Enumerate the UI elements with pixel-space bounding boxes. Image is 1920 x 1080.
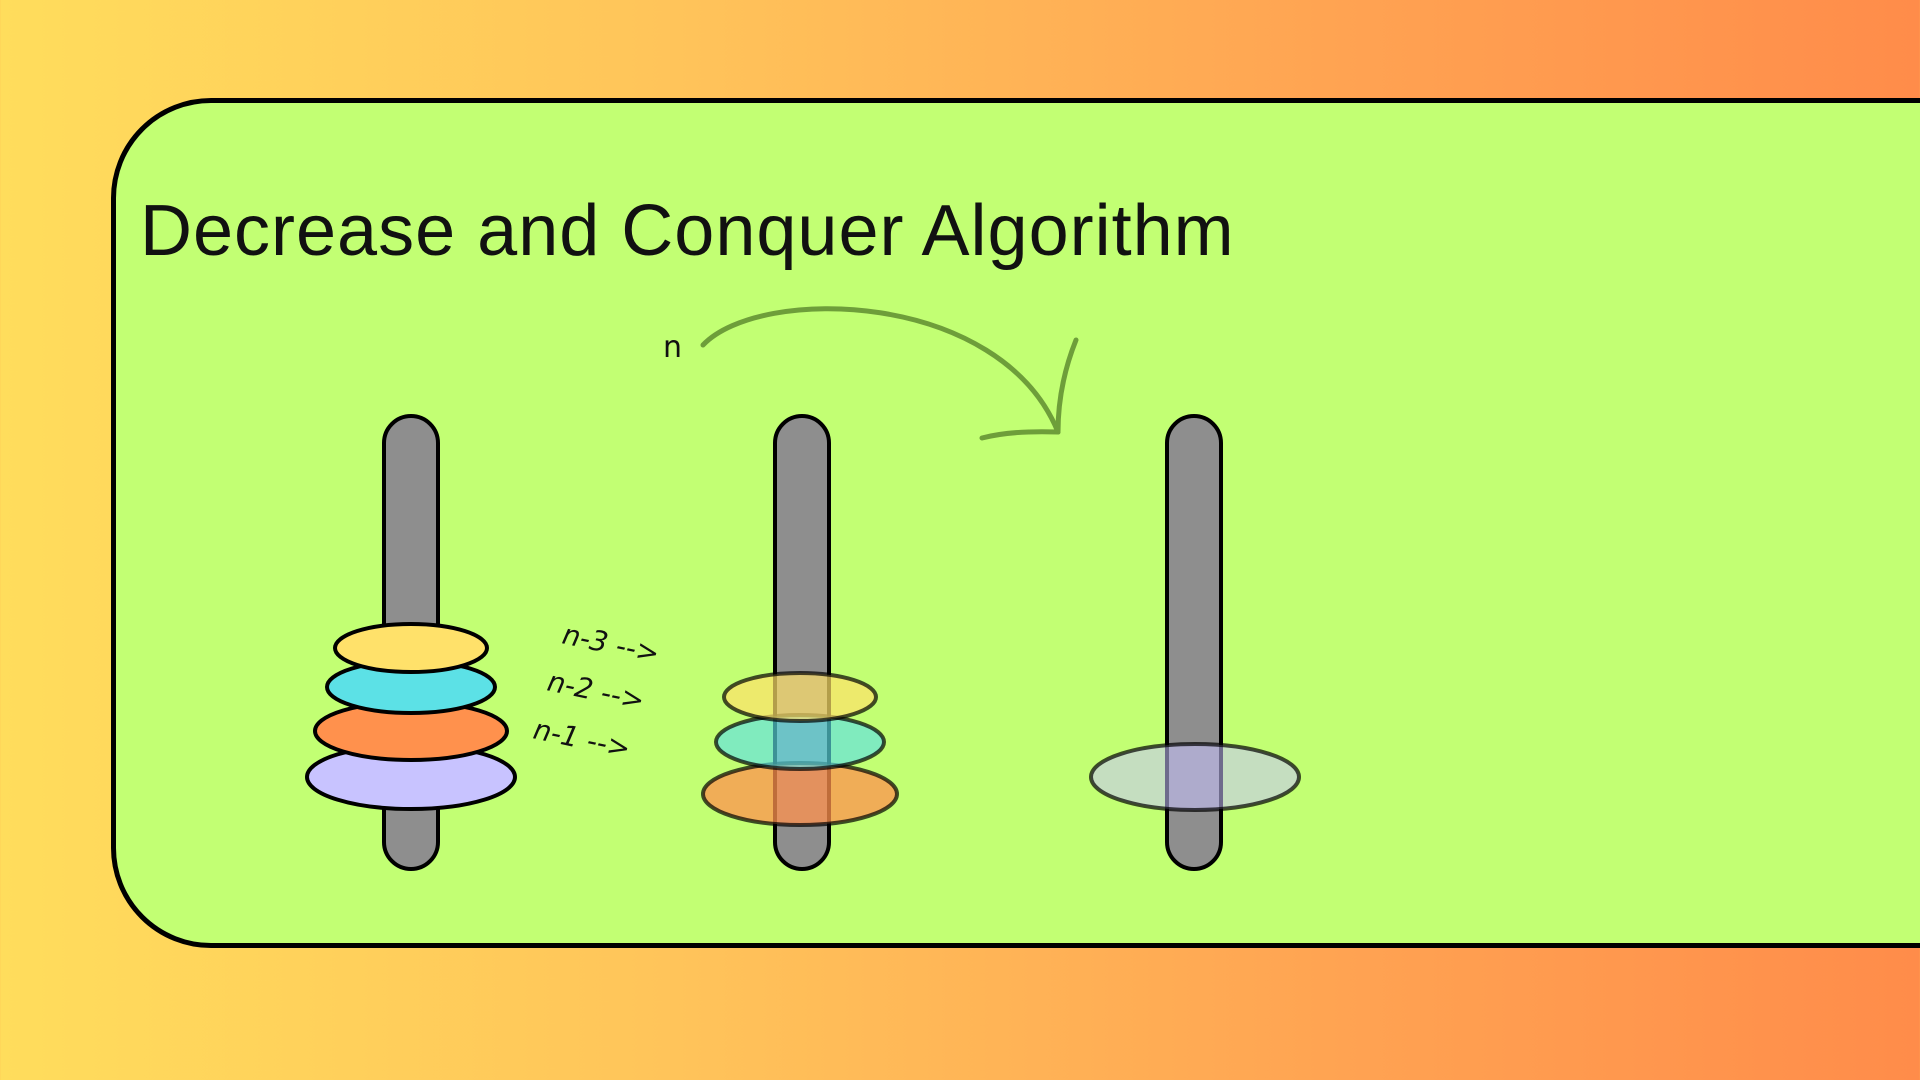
peg-destination [1089,414,1301,871]
disk-yellow-ghost [722,671,878,723]
disk-orange-ghost [701,761,899,827]
disk-lavender-ghost [1089,742,1301,812]
peg-auxiliary [701,414,899,871]
page-title: Decrease and Conquer Algorithm [140,191,1235,271]
step-label-n-1: n-1 --> [531,713,634,766]
disk-yellow [333,622,489,674]
step-label-n-2: n-2 --> [545,665,648,718]
peg-source [305,414,517,871]
arrow-label: n [663,330,682,365]
step-label-n-3: n-3 --> [560,618,663,671]
move-arrow [700,306,1079,441]
disk-cyan-ghost [714,713,886,771]
